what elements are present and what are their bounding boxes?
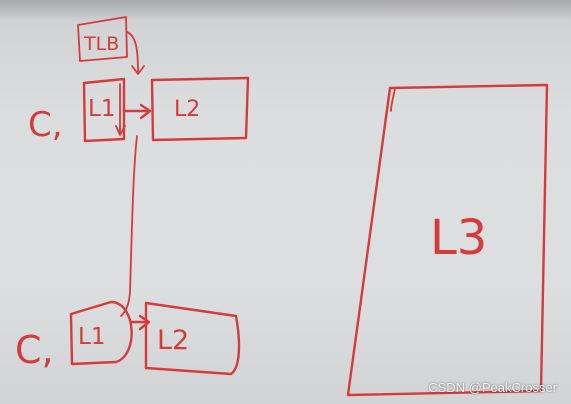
watermark-text: CSDN @PeakCrosser [428,380,557,395]
top-l2-box [150,76,250,142]
bottom-l1-box [69,300,133,366]
bottom-l1-label: L1 [78,324,105,350]
l3-box [346,83,549,397]
bottom-l2-label: L2 [157,325,189,356]
board-top-shadow [0,0,571,22]
l3-box-overstroke [390,87,396,112]
top-core-label: C, [28,105,63,145]
l1-to-l2-arrowhead [139,103,152,120]
tlb-box [77,16,128,62]
vertical-connection-line [120,135,138,317]
bottom-l2-box [144,301,241,376]
top-l2-label: L2 [174,97,200,122]
tlb-label: TLB [83,33,119,55]
top-l1-label: L1 [88,96,115,122]
l1-inner-arrowhead [115,125,126,136]
top-l1-box [82,77,126,143]
tlb-arrow [126,31,139,73]
tlb-arrow-head [131,65,145,75]
bottom-l1-to-l2-arrowhead [138,314,151,331]
l3-label: L3 [430,210,487,266]
bottom-core-label: C, [15,328,54,372]
